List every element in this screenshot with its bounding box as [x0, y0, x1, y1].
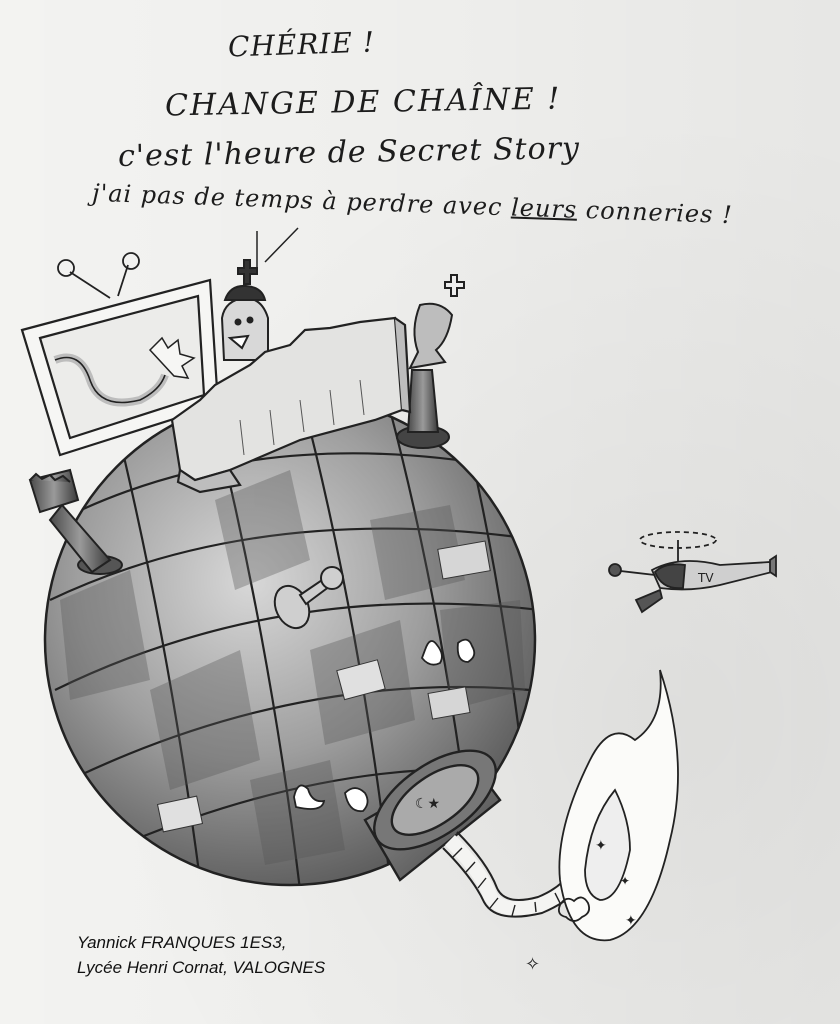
- dark-squares: [60, 470, 525, 865]
- bomb-cap: ☾★: [363, 749, 502, 882]
- globe-bomb: [43, 393, 537, 887]
- broken-wall: [170, 316, 412, 494]
- credit-author: Yannick FRANQUES 1ES3,: [77, 933, 287, 952]
- fallen-pawn-icon: [273, 566, 344, 630]
- tv-helicopter: [608, 531, 777, 614]
- speech-pointer: [256, 227, 299, 268]
- king-piece-icon: [396, 274, 465, 449]
- svg-text:✧: ✧: [525, 954, 540, 975]
- tv-screen: [20, 252, 220, 457]
- doodle-figures: [293, 638, 476, 813]
- credit-school: Lycée Henri Cornat, VALOGNES: [77, 958, 326, 977]
- svg-text:✦: ✦: [620, 874, 630, 888]
- helicopter-tv-label: TV: [697, 571, 714, 585]
- svg-text:✦: ✦: [595, 838, 607, 854]
- svg-text:☾★: ☾★: [415, 796, 440, 812]
- fuse-flame: ✦ ✦ ✦ ✧: [525, 669, 679, 975]
- rook-piece-icon: [28, 468, 123, 575]
- svg-text:✦: ✦: [625, 913, 637, 929]
- shouting-piece-icon: [220, 259, 269, 361]
